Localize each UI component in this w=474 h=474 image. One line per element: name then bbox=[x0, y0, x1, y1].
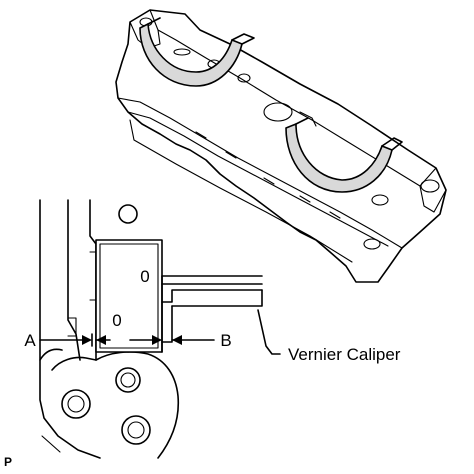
side-wall bbox=[129, 119, 353, 263]
cap-side-edge bbox=[117, 97, 403, 249]
bearing-block bbox=[95, 239, 163, 353]
label-a: A bbox=[24, 331, 36, 350]
boss-left bbox=[61, 389, 91, 419]
boss-lower bbox=[121, 415, 151, 445]
label-vernier-caliper: Vernier Caliper bbox=[288, 345, 401, 364]
block-section bbox=[39, 199, 180, 459]
upper-boss bbox=[118, 204, 138, 224]
bolt-hole-1 bbox=[371, 194, 389, 206]
bearing-half-right bbox=[285, 111, 403, 193]
rib-slots bbox=[195, 131, 341, 219]
bearing-tab bbox=[299, 111, 317, 127]
vernier-caliper bbox=[161, 275, 263, 353]
center-boss bbox=[263, 102, 293, 122]
cap-top-edge bbox=[149, 9, 437, 187]
measured-bearing-block: 0 0 bbox=[95, 239, 163, 353]
oil-hole-left bbox=[173, 48, 191, 56]
dimension-b: B bbox=[129, 331, 232, 350]
bearing-half-left bbox=[139, 17, 255, 87]
cap-lower-edge bbox=[127, 111, 389, 247]
label-b: B bbox=[220, 331, 231, 350]
cap-lug-right bbox=[419, 185, 447, 213]
lug-hole-right bbox=[420, 179, 440, 193]
caliper-callout: Vernier Caliper bbox=[257, 309, 401, 364]
dimension-a: A bbox=[24, 331, 111, 350]
figure-code: P bbox=[4, 455, 12, 469]
bolt-hole-2 bbox=[363, 238, 381, 250]
bolt-hole-3 bbox=[237, 73, 251, 83]
bearing-mark-upper: 0 bbox=[140, 267, 149, 286]
boss-mid bbox=[115, 367, 141, 393]
bearing-mark-lower: 0 bbox=[112, 311, 121, 330]
